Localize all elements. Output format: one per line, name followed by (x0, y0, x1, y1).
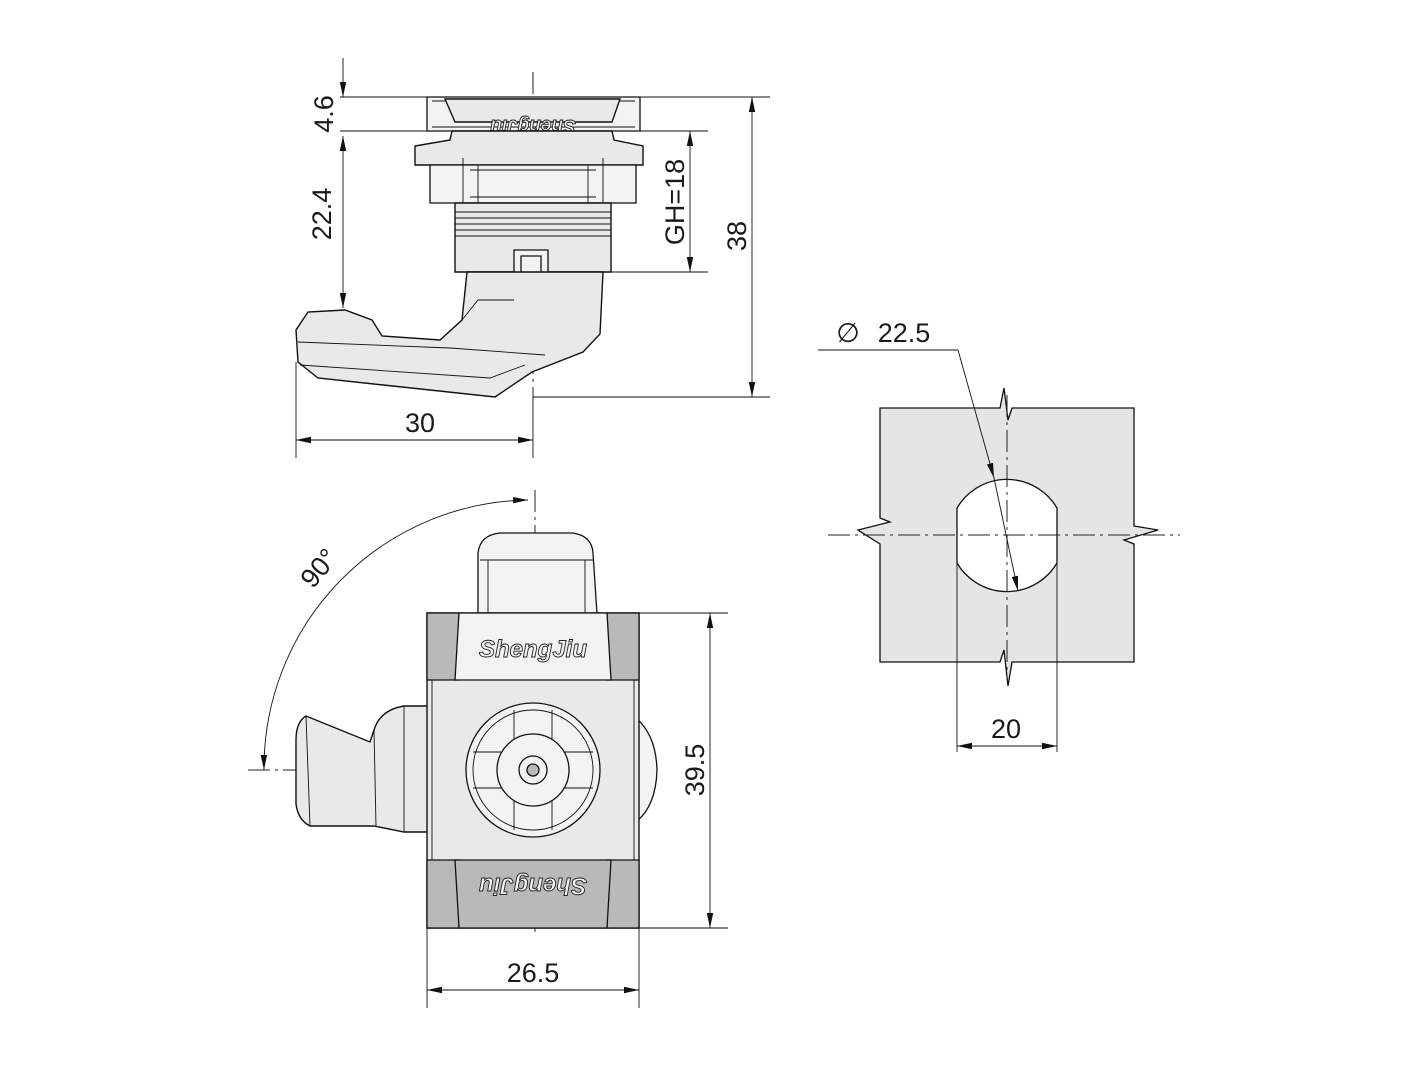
dim-body-label: 22.4 (307, 188, 337, 241)
dim-handle-length: 30 (295, 362, 534, 458)
side-nut (429, 158, 637, 204)
dim-grip: GH=18 (611, 131, 708, 273)
dim-flat: 20 (956, 563, 1058, 752)
front-right-boss (635, 716, 658, 824)
side-cap: ShengJiu (426, 96, 641, 136)
front-handle-left (295, 705, 431, 833)
dim-diameter-symbol: ∅ (836, 318, 860, 348)
dim-grip-label: GH=18 (660, 159, 690, 245)
dim-total-height-label: 38 (722, 221, 752, 251)
dim-handle-length-label: 30 (405, 408, 435, 438)
dim-body: 22.4 (307, 136, 347, 308)
dim-front-height-label: 39.5 (680, 744, 710, 797)
front-brand-bottom: ShengJiu (479, 872, 587, 899)
side-handle (295, 271, 604, 398)
dim-total-height: 38 (533, 96, 770, 398)
dim-front-height: 39.5 (639, 612, 728, 929)
dim-flat-label: 20 (991, 714, 1021, 744)
dim-flange: 4.6 (309, 58, 708, 133)
dim-flange-label: 4.6 (309, 95, 339, 133)
front-view: ShengJiu ShengJiu 90° 39.5 (248, 490, 728, 1008)
front-knob (465, 702, 601, 838)
dim-front-width: 26.5 (426, 928, 640, 1008)
front-brand-top: ShengJiu (479, 636, 587, 663)
front-pad-bottom: ShengJiu (426, 859, 640, 929)
dim-diameter-label: 22.5 (878, 318, 931, 348)
front-pad-top: ShengJiu (426, 612, 640, 681)
dim-diameter: ∅ 22.5 (818, 318, 1019, 592)
dim-rotation-label: 90° (294, 543, 343, 594)
dim-front-width-label: 26.5 (507, 958, 560, 988)
cutout-view: ∅ 22.5 20 (818, 318, 1180, 752)
side-flange (414, 130, 644, 166)
side-view: ShengJiu 4.6 (295, 58, 770, 458)
front-handle-top (477, 532, 598, 615)
